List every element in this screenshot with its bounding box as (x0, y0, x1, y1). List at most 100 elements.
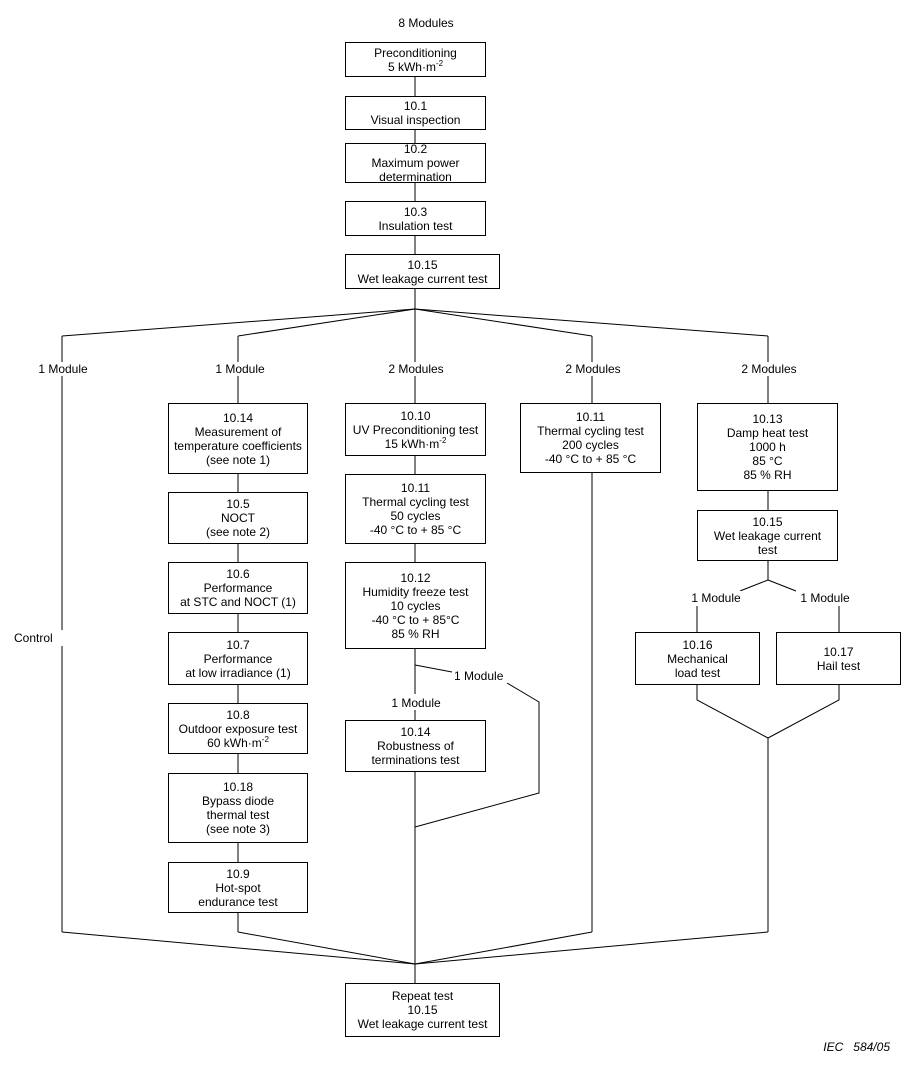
branch-label: 2 Modules (739, 362, 799, 376)
box-line: Wet leakage current test (357, 271, 488, 286)
connector (767, 579, 797, 592)
humidity-freeze-box: 10.12 Humidity freeze test 10 cycles -40… (345, 562, 486, 649)
box-line: 10.18 (222, 780, 254, 794)
box-line: 10 cycles (390, 598, 441, 613)
connector (414, 308, 769, 337)
box-line: -40 °C to + 85 °C (369, 523, 462, 537)
box-line: NOCT (221, 511, 255, 525)
connector (61, 931, 416, 965)
connector (61, 308, 416, 337)
box-line: 10.14 (222, 410, 254, 425)
noct-box: 10.5 NOCT (see note 2) (168, 492, 308, 544)
outdoor-exposure-box: 10.8 Outdoor exposure test 60 kWh·m-2 (168, 703, 308, 754)
connector (414, 664, 453, 673)
branch-label: 2 Modules (563, 362, 623, 376)
box-line: Robustness of (377, 739, 454, 753)
box-line: UV Preconditioning test (352, 422, 479, 437)
connector (237, 931, 416, 965)
sub-branch-label: 1 Module (798, 591, 852, 605)
box-line: Repeat test (391, 989, 454, 1003)
box-line: -40 °C to + 85°C (371, 612, 460, 627)
thermal-cycling-50-box: 10.11 Thermal cycling test 50 cycles -40… (345, 474, 486, 544)
box-line: 1000 h (749, 440, 786, 454)
box-line: Wet leakage current (713, 528, 822, 543)
connector (414, 308, 593, 337)
box-line: 50 cycles (390, 509, 441, 523)
box-line: at low irradiance (1) (185, 665, 291, 680)
box-line: load test (674, 665, 721, 680)
box-line: thermal test (206, 808, 270, 822)
box-line: 10.15 (407, 1003, 438, 1017)
connector (739, 579, 769, 592)
box-line: 10.15 (752, 514, 783, 529)
max-power-box: 10.2 Maximum power determination (345, 142, 486, 184)
box-line: endurance test (198, 894, 278, 909)
preconditioning-box: Preconditioning 5 kWh·m-2 (345, 42, 486, 77)
box-line: 10.14 (400, 725, 431, 739)
box-line: 10.5 (226, 497, 250, 511)
box-line: 10.9 (226, 866, 250, 881)
box-line: Visual inspection (370, 113, 461, 127)
uv-preconditioning-box: 10.10 UV Preconditioning test 15 kWh·m-2 (345, 403, 486, 456)
box-line: 15 kWh·m-2 (384, 435, 447, 451)
sub-branch-label: 1 Module (452, 669, 506, 683)
box-line: 10.3 (403, 204, 428, 219)
box-line: 10.6 (226, 567, 250, 581)
connector (237, 308, 416, 337)
box-line: 10.13 (752, 412, 783, 426)
box-line: 10.15 (407, 257, 438, 272)
connector (696, 685, 840, 739)
box-line: Insulation test (378, 218, 453, 233)
figure-reference: IEC 584/05 (823, 1040, 890, 1054)
box-line: temperature coefficients (174, 438, 302, 453)
box-line: test (757, 542, 778, 557)
box-line: (see note 1) (205, 452, 271, 467)
wet-leakage-damp-box: 10.15 Wet leakage current test (697, 510, 838, 561)
repeat-test-box: Repeat test 10.15 Wet leakage current te… (345, 983, 500, 1037)
sub-branch-label: 1 Module (689, 591, 743, 605)
box-line: terminations test (371, 753, 460, 767)
box-line: 200 cycles (562, 438, 619, 452)
box-line: 10.7 (226, 637, 250, 652)
box-line: Performance (203, 581, 273, 595)
box-line: 10.11 (400, 481, 431, 495)
box-line: 10.1 (403, 99, 428, 113)
box-line: Hail test (816, 658, 861, 673)
box-line: Outdoor exposure test (178, 721, 298, 736)
box-line: Thermal cycling test (362, 495, 469, 509)
robustness-terminations-box: 10.14 Robustness of terminations test (345, 720, 486, 772)
box-line: Humidity freeze test (362, 584, 469, 599)
box-line: Mechanical (667, 651, 728, 666)
box-line: 5 kWh·m-2 (387, 58, 444, 74)
box-line: (see note 2) (205, 525, 271, 539)
damp-heat-box: 10.13 Damp heat test 1000 h 85 °C 85 % R… (697, 403, 838, 491)
box-line: 85 % RH (743, 468, 792, 482)
connector (414, 682, 540, 828)
box-line: Maximum power (371, 156, 460, 170)
control-label: Control (12, 631, 55, 645)
box-line: Preconditioning (374, 45, 457, 60)
branch-label: 2 Modules (386, 362, 446, 376)
temp-coefficients-box: 10.14 Measurement of temperature coeffic… (168, 403, 308, 474)
box-line: 85 % RH (391, 626, 440, 641)
box-line: Damp heat test (726, 426, 809, 440)
total-modules-label: 8 Modules (396, 16, 456, 30)
performance-low-irradiance-box: 10.7 Performance at low irradiance (1) (168, 632, 308, 685)
insulation-test-box: 10.3 Insulation test (345, 201, 486, 236)
bypass-diode-box: 10.18 Bypass diode thermal test (see not… (168, 773, 308, 843)
hail-test-box: 10.17 Hail test (776, 632, 901, 685)
box-line: Measurement of (194, 424, 282, 439)
box-line: Performance (203, 651, 273, 666)
box-line: 10.11 (575, 410, 606, 424)
box-line: (see note 3) (205, 822, 271, 836)
box-line: 10.12 (400, 570, 431, 585)
box-line: Hot-spot (215, 880, 261, 895)
wet-leakage-box: 10.15 Wet leakage current test (345, 254, 500, 289)
hot-spot-box: 10.9 Hot-spot endurance test (168, 862, 308, 913)
box-line: at STC and NOCT (1) (180, 595, 296, 609)
box-line: -40 °C to + 85 °C (544, 452, 637, 466)
connector (414, 931, 769, 965)
branch-label: 1 Module (36, 362, 90, 376)
mechanical-load-box: 10.16 Mechanical load test (635, 632, 760, 685)
